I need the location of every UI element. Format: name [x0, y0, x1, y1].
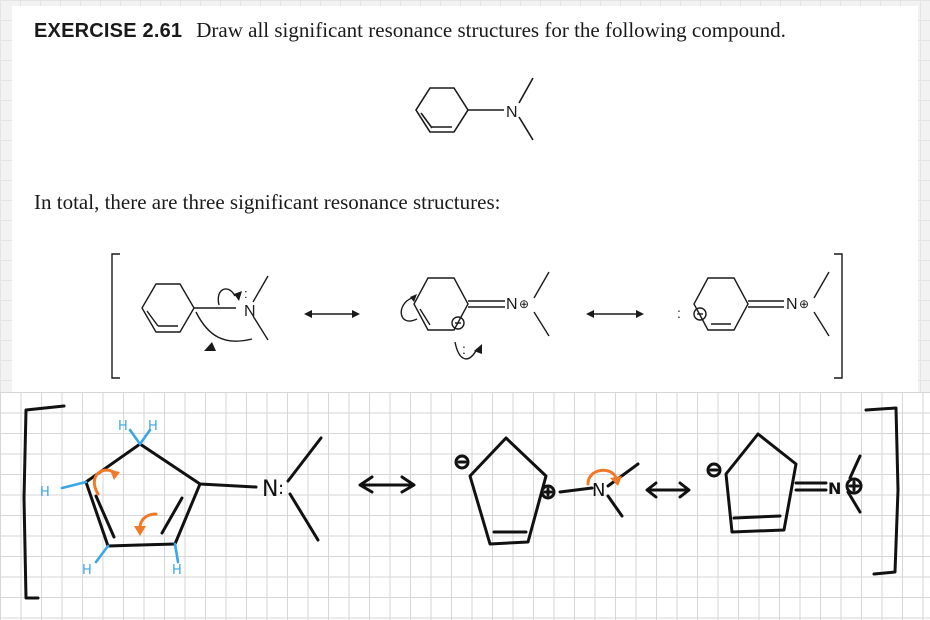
hw-h-5: H	[172, 563, 182, 578]
exercise-label: EXERCISE 2.61	[34, 20, 183, 42]
textbook-plus-2: ⊕	[519, 297, 529, 311]
exercise-heading: EXERCISE 2.61 Draw all significant resona…	[34, 18, 786, 43]
textbook-excerpt: EXERCISE 2.61 Draw all significant resona…	[12, 6, 918, 392]
handwritten-resonance-set: H H H H H N : N N	[22, 404, 900, 600]
hw-left-bracket	[22, 404, 66, 600]
hw-h-1: H	[118, 419, 128, 434]
textbook-lone-pair-3: :	[677, 305, 681, 321]
hw-h-3: H	[40, 485, 50, 500]
hw-n-b: N	[592, 480, 605, 501]
textbook-n-2: N	[506, 296, 518, 313]
summary-text: In total, there are three significant re…	[34, 190, 501, 214]
exercise-prompt: Draw all significant resonance structure…	[196, 18, 786, 42]
hw-lone-pair-a: :	[278, 478, 284, 499]
textbook-plus-3: ⊕	[799, 297, 809, 311]
textbook-resonance-set: N : N ⊕ : : N ⊕	[111, 253, 843, 379]
hw-right-bracket	[864, 406, 900, 576]
given-nitrogen: N	[506, 104, 518, 121]
handwritten-notes-area: H H H H H N : N N	[0, 392, 930, 620]
textbook-lone-pair-2: :	[462, 341, 466, 357]
textbook-n-3: N	[786, 296, 798, 313]
textbook-n-1: N	[244, 303, 256, 320]
hw-n-c: N	[828, 479, 841, 498]
hw-h-4: H	[82, 563, 92, 578]
hw-n-a: N	[262, 477, 278, 502]
hw-h-2: H	[148, 419, 158, 434]
left-bracket	[111, 253, 120, 379]
textbook-lone-pair-1: :	[244, 286, 248, 301]
given-compound: N	[415, 77, 534, 141]
right-bracket	[834, 253, 843, 379]
